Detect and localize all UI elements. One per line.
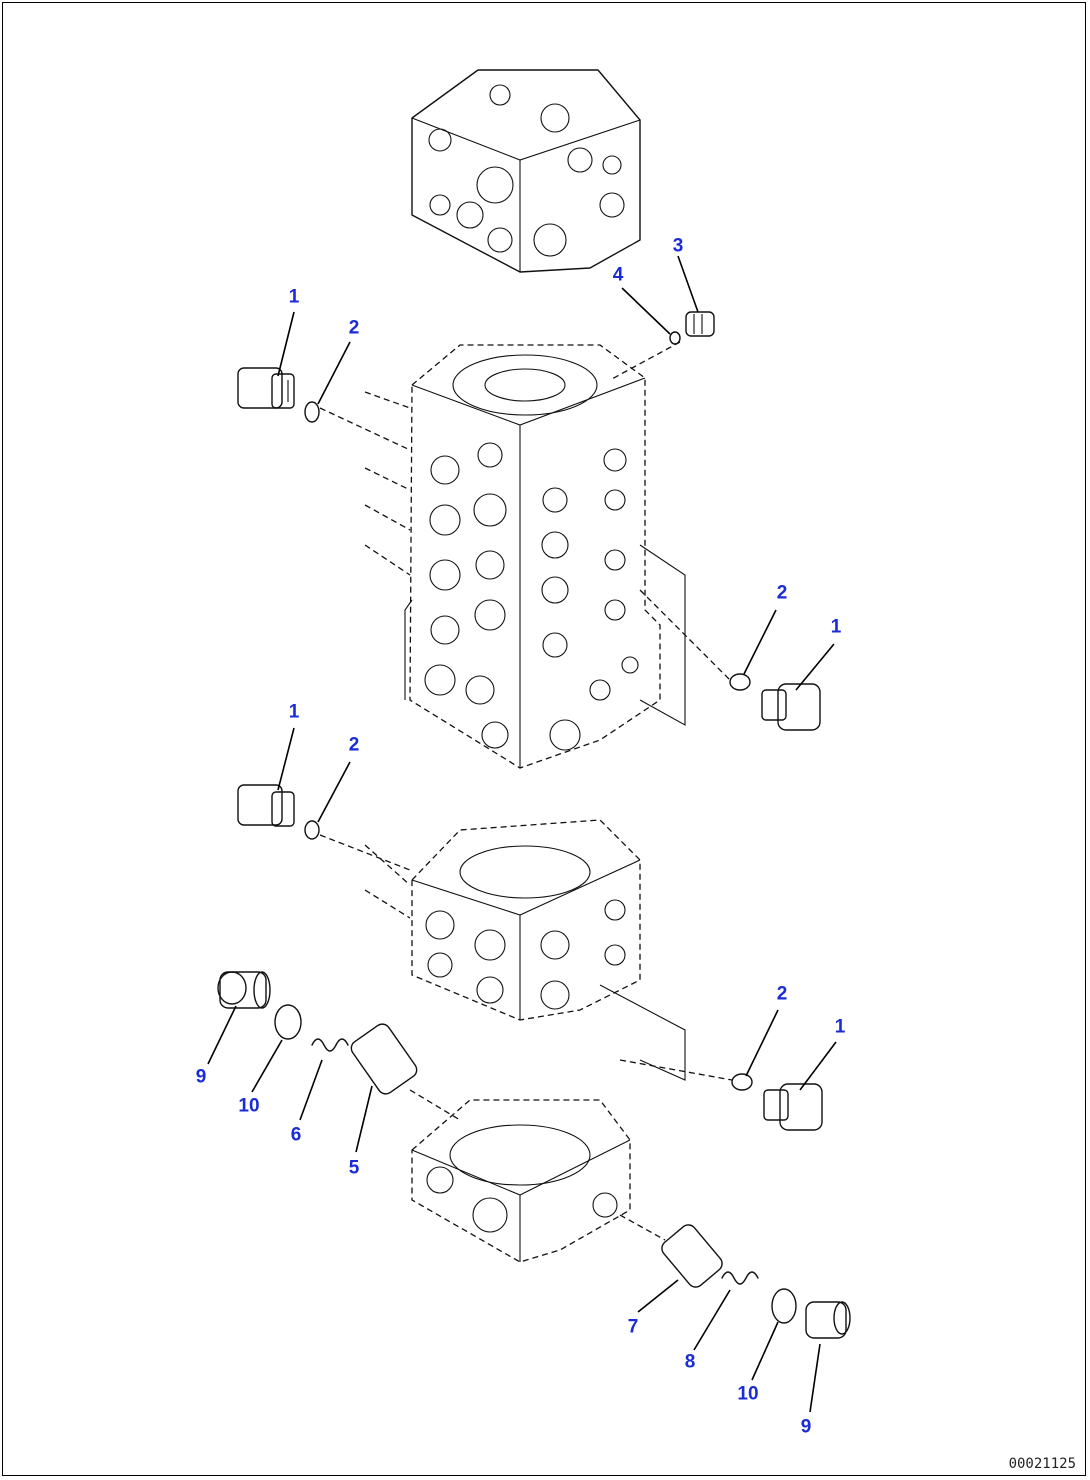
callout-2-right-lower: 2 xyxy=(776,983,788,1005)
relief-valve-left-middle xyxy=(237,784,295,827)
callout-2-upper-left: 2 xyxy=(348,317,360,339)
plug-right xyxy=(805,1301,851,1339)
callout-2-left-middle: 2 xyxy=(348,734,360,756)
o-ring-right-upper xyxy=(729,673,751,691)
callout-10-left: 10 xyxy=(238,1095,260,1117)
callout-1-right-lower: 1 xyxy=(834,1016,846,1038)
callout-3: 3 xyxy=(672,235,684,257)
callout-4: 4 xyxy=(612,264,624,286)
o-ring-right-bottom xyxy=(771,1288,797,1324)
o-ring-right-lower xyxy=(731,1073,753,1091)
callout-9-right: 9 xyxy=(800,1416,812,1438)
spool-right xyxy=(661,1224,723,1288)
callout-6: 6 xyxy=(290,1124,302,1146)
relief-valve-right-upper xyxy=(761,683,821,731)
callout-8: 8 xyxy=(684,1351,696,1373)
main-valve-stack xyxy=(404,344,686,769)
plug-top xyxy=(685,311,715,337)
spring-right xyxy=(721,1271,759,1285)
bottom-end-cover xyxy=(411,1099,631,1263)
callout-1-left-middle: 1 xyxy=(288,701,300,723)
callout-1-right-upper: 1 xyxy=(830,616,842,638)
leader-lines xyxy=(207,255,837,1413)
spool-left xyxy=(350,1023,418,1095)
assembly-lines xyxy=(319,341,733,1241)
callout-9-left: 9 xyxy=(195,1066,207,1088)
relief-valve-right-lower xyxy=(763,1083,823,1131)
relief-valve-upper-left xyxy=(237,367,295,409)
o-ring-upper-left xyxy=(304,401,320,423)
spring-left xyxy=(311,1038,349,1052)
callout-1-upper-left: 1 xyxy=(288,286,300,308)
callout-5: 5 xyxy=(348,1157,360,1179)
middle-valve-section xyxy=(411,819,686,1081)
fittings xyxy=(217,311,851,1339)
drawing-number: 00021125 xyxy=(1008,1456,1076,1472)
o-ring-left-middle xyxy=(304,820,320,840)
callout-2-right-upper: 2 xyxy=(776,582,788,604)
o-ring-left-lower xyxy=(274,1004,302,1040)
callout-7: 7 xyxy=(627,1316,639,1338)
top-valve-section xyxy=(411,69,641,273)
callout-10-right: 10 xyxy=(737,1383,759,1405)
plug-left xyxy=(217,971,271,1009)
